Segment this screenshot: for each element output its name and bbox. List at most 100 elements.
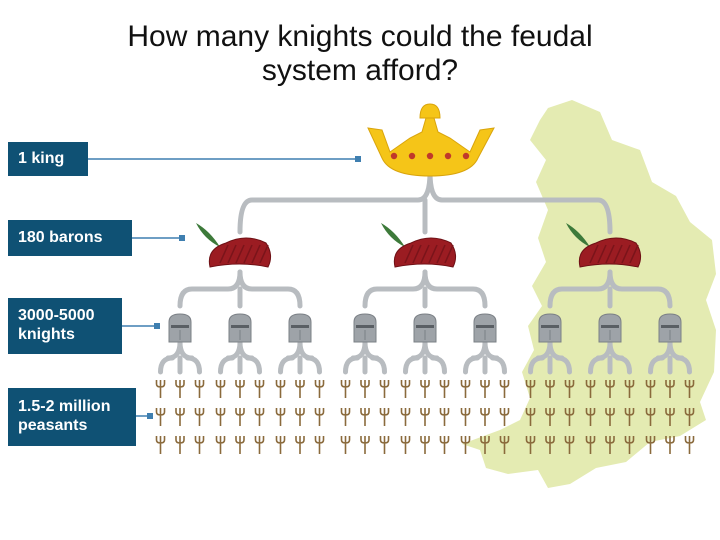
peasant-pitchfork-icon	[624, 408, 635, 426]
peasant-pitchfork-icon	[480, 408, 490, 426]
peasant-pitchfork-icon	[175, 408, 185, 426]
peasant-pitchfork-icon	[439, 380, 450, 398]
peasant-pitchfork-icon	[564, 408, 575, 426]
baron-to-knights-connector	[547, 269, 673, 309]
peasant-pitchfork-icon	[480, 380, 490, 398]
peasant-pitchfork-icon	[684, 436, 695, 454]
knight-to-peasants-connector	[218, 339, 262, 375]
peasant-pitchfork-icon	[460, 436, 471, 454]
peasant-pitchfork-icon	[400, 380, 411, 398]
baron-to-knights-connector	[362, 269, 488, 309]
title-line-1: How many knights could the feudal	[127, 20, 593, 53]
knight-helmet-icon	[658, 313, 682, 343]
peasant-pitchfork-icon	[585, 408, 596, 426]
baron-hat-icon	[566, 223, 642, 268]
peasant-pitchfork-icon	[215, 380, 226, 398]
peasant-pitchfork-icon	[439, 436, 450, 454]
peasant-pitchfork-icon	[525, 380, 536, 398]
peasant-pitchfork-icon	[545, 408, 555, 426]
peasant-pitchfork-icon	[460, 380, 471, 398]
peasant-pitchfork-icon	[340, 380, 351, 398]
baron-hat-icon	[196, 223, 272, 268]
peasant-pitchfork-icon	[194, 436, 205, 454]
peasant-pitchfork-icon	[360, 380, 370, 398]
peasant-pitchfork-icon	[645, 408, 656, 426]
tier-label-king: 1 king	[8, 142, 88, 176]
knight-helmet-icon	[538, 313, 562, 343]
peasant-pitchfork-icon	[254, 436, 265, 454]
peasant-pitchfork-icon	[585, 436, 596, 454]
peasant-pitchfork-icon	[254, 380, 265, 398]
peasant-pitchfork-icon	[525, 408, 536, 426]
peasant-pitchfork-icon	[499, 408, 510, 426]
knight-helmet-icon	[168, 313, 192, 343]
peasant-pitchfork-icon	[499, 436, 510, 454]
peasant-pitchfork-icon	[624, 436, 635, 454]
peasant-pitchfork-icon	[665, 380, 675, 398]
knight-helmet-icon	[353, 313, 377, 343]
peasant-pitchfork-icon	[275, 380, 286, 398]
peasant-pitchfork-icon	[499, 380, 510, 398]
peasant-pitchfork-icon	[545, 380, 555, 398]
knight-helmet-icon	[288, 313, 312, 343]
peasant-pitchfork-icon	[254, 408, 265, 426]
knight-to-peasants-connector	[648, 339, 692, 375]
peasant-pitchfork-icon	[215, 408, 226, 426]
knight-helmet-icon	[228, 313, 252, 343]
peasant-pitchfork-icon	[605, 408, 615, 426]
peasant-pitchfork-icon	[215, 436, 226, 454]
peasant-pitchfork-icon	[460, 408, 471, 426]
knight-to-peasants-connector	[403, 339, 447, 375]
peasant-pitchfork-icon	[665, 436, 675, 454]
knight-helmet-icon	[413, 313, 437, 343]
peasant-pitchfork-icon	[420, 380, 430, 398]
peasant-pitchfork-icon	[564, 436, 575, 454]
peasant-pitchfork-icon	[295, 408, 305, 426]
peasant-pitchfork-icon	[314, 436, 325, 454]
peasant-pitchfork-icon	[645, 380, 656, 398]
peasant-pitchfork-icon	[275, 436, 286, 454]
tier-label-knights: 3000-5000 knights	[8, 298, 122, 354]
peasant-pitchfork-icon	[605, 380, 615, 398]
knight-to-peasants-connector	[528, 339, 572, 375]
peasant-pitchfork-icon	[564, 380, 575, 398]
peasant-pitchfork-icon	[155, 436, 166, 454]
peasant-pitchfork-icon	[155, 380, 166, 398]
knight-to-peasants-connector	[463, 339, 507, 375]
label-pointer	[136, 413, 153, 419]
peasant-pitchfork-icon	[235, 436, 245, 454]
baron-to-knights-connector	[177, 269, 303, 309]
knight-to-peasants-connector	[278, 339, 322, 375]
peasant-pitchfork-icon	[545, 436, 555, 454]
peasant-pitchfork-icon	[379, 408, 390, 426]
england-map	[462, 100, 716, 488]
peasant-pitchfork-icon	[314, 380, 325, 398]
peasant-pitchfork-icon	[525, 436, 536, 454]
tier-label-barons: 180 barons	[8, 220, 132, 256]
peasant-pitchfork-icon	[400, 436, 411, 454]
peasant-pitchfork-icon	[314, 408, 325, 426]
peasant-pitchfork-icon	[194, 408, 205, 426]
peasant-pitchfork-icon	[605, 436, 615, 454]
knight-to-peasants-connector	[158, 339, 202, 375]
peasant-pitchfork-icon	[379, 436, 390, 454]
crown-icon	[367, 103, 495, 177]
label-pointer	[122, 323, 160, 329]
peasant-pitchfork-icon	[175, 380, 185, 398]
peasant-pitchfork-icon	[155, 408, 166, 426]
peasant-pitchfork-icon	[295, 436, 305, 454]
peasant-pitchfork-icon	[439, 408, 450, 426]
peasant-pitchfork-icon	[665, 408, 675, 426]
peasant-pitchfork-icon	[194, 380, 205, 398]
peasant-pitchfork-icon	[275, 408, 286, 426]
peasant-pitchfork-icon	[624, 380, 635, 398]
peasant-pitchfork-icon	[684, 380, 695, 398]
peasant-pitchfork-icon	[585, 380, 596, 398]
peasant-pitchfork-icon	[295, 380, 305, 398]
peasant-pitchfork-icon	[235, 408, 245, 426]
peasant-pitchfork-icon	[235, 380, 245, 398]
peasant-pitchfork-icon	[400, 408, 411, 426]
title-line-2: system afford?	[261, 54, 459, 87]
